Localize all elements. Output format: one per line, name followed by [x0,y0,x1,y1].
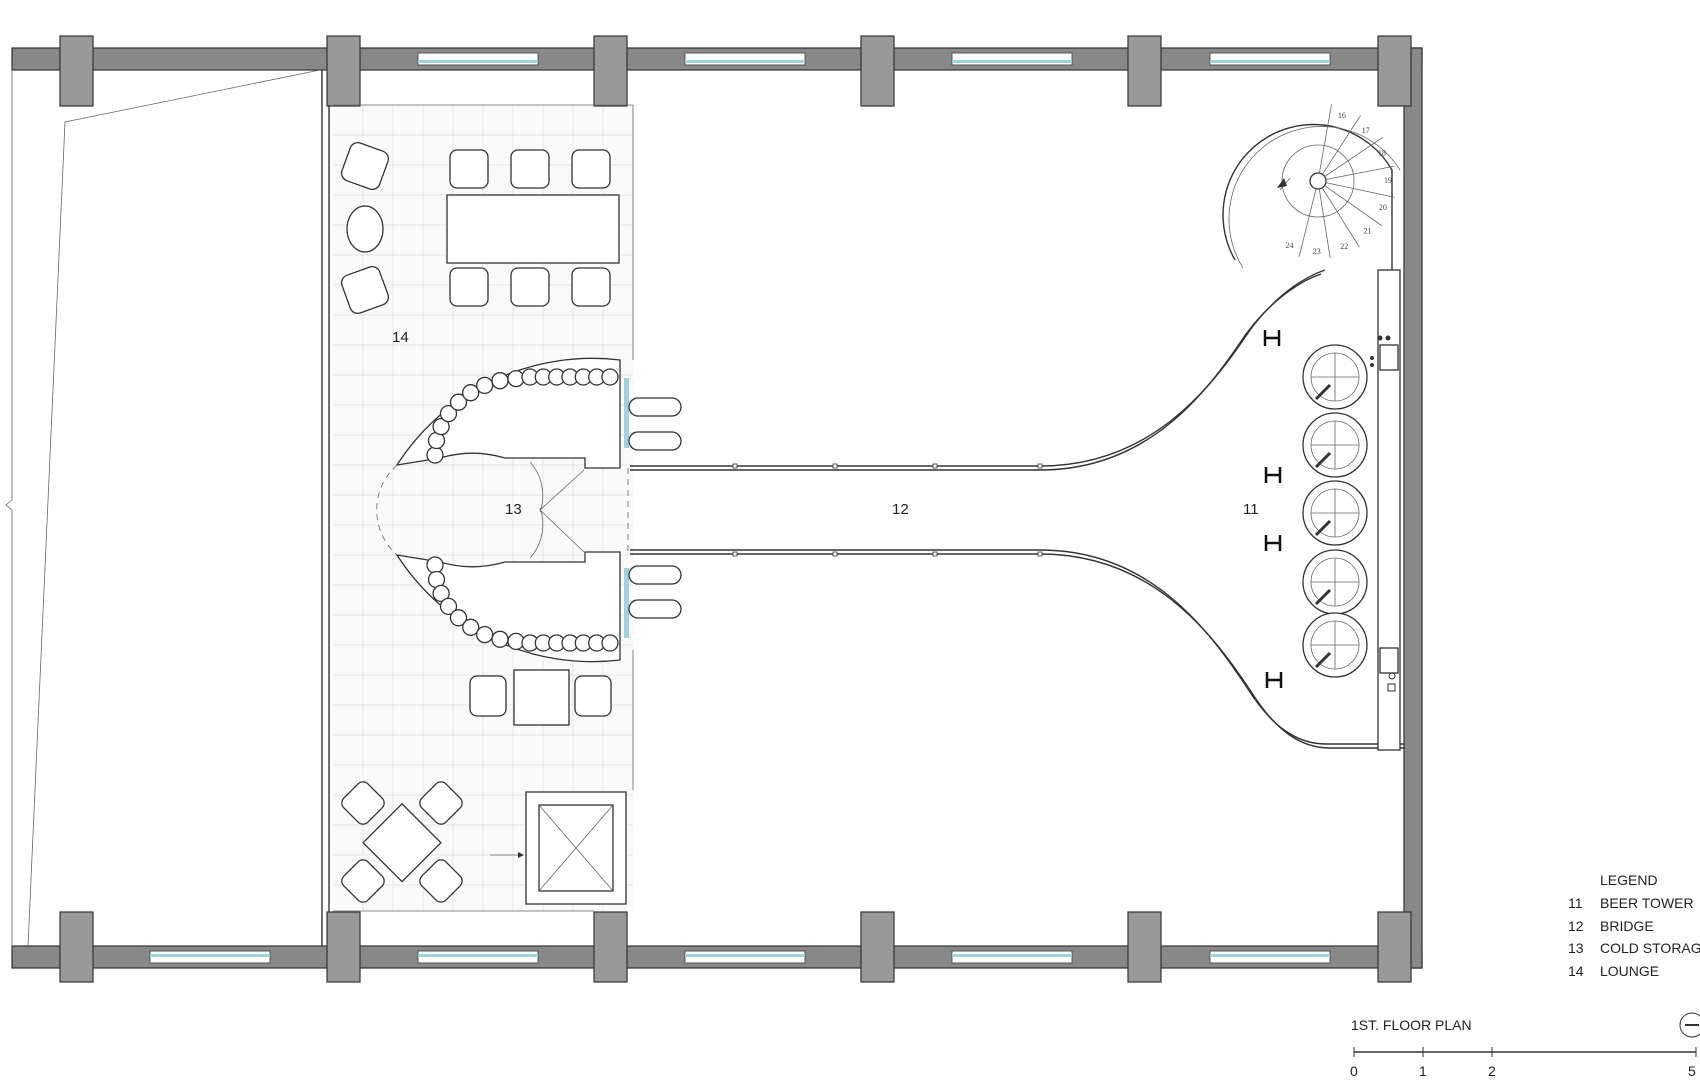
room-number-11: 11 [1243,501,1259,518]
keg [491,630,509,648]
room-number-12: 12 [892,501,909,518]
stair-step-number: 22 [1340,242,1348,251]
scale-tick-2: 2 [1488,1063,1496,1079]
legend-number: 12 [1568,918,1584,934]
legend-label: BEER TOWER [1600,895,1694,911]
legend-label: LOUNGE [1600,963,1659,979]
scale-tick-1: 1 [1419,1063,1427,1079]
dining-chair [571,149,611,189]
scale-bar: 0 1 2 5 [1350,1047,1697,1079]
keg [449,393,468,411]
cold-storage [376,357,682,663]
keg [491,372,509,390]
dining-chair [449,267,489,307]
keg [476,625,494,644]
legend-heading: LEGEND [1600,872,1658,888]
stair-step-number: 21 [1364,227,1372,236]
dining-chair [510,267,550,307]
support-markers [1263,330,1283,688]
scale-tick-5: 5 [1688,1063,1696,1079]
keg [601,368,619,386]
room-number-13: 13 [505,501,522,518]
dining-table-set [446,149,620,307]
coffee-table-set [469,669,612,726]
keg [426,556,444,574]
stair-step-number: 18 [1378,149,1386,158]
dining-chair [510,149,550,189]
keg [432,417,450,436]
beer-towers [1302,269,1401,751]
stair-step-number: 19 [1384,176,1392,185]
stair-step-number: 20 [1379,203,1387,212]
stair-step-number: 17 [1362,126,1370,135]
keg [439,404,458,423]
keg [601,634,619,652]
keg [462,384,480,402]
structural-columns [59,35,1412,983]
stair-step-number: 23 [1313,247,1321,256]
bridge [630,269,1404,749]
keg [439,597,458,616]
keg [462,618,480,636]
lift-shaft [490,791,627,905]
stair-step-number: 16 [1338,111,1346,120]
legend: LEGEND 11 BEER TOWER 12 BRIDGE 13 COLD S… [1568,872,1700,979]
keg [476,376,494,395]
legend-number: 11 [1568,895,1583,911]
dining-chair [449,149,489,189]
scale-tick-0: 0 [1350,1063,1358,1079]
legend-label: COLD STORAGE [1600,940,1700,956]
legend-number: 14 [1568,963,1584,979]
lounge-enclosure [321,70,634,946]
exterior-walls [11,47,1423,969]
left-ramp-outline [5,69,321,947]
lounge-armchairs [340,141,390,315]
room-number-14: 14 [392,329,409,346]
keg [426,446,444,464]
stair-step-number: 24 [1286,241,1294,250]
card-table-set [341,781,463,903]
legend-number: 13 [1568,940,1584,956]
keg [432,584,450,603]
keg [449,609,468,627]
legend-label: BRIDGE [1600,918,1654,934]
north-symbol [1679,1012,1700,1038]
spiral-staircase: 16 17 18 19 20 21 22 23 24 [1222,104,1401,400]
dining-chair [571,267,611,307]
plan-title: 1ST. FLOOR PLAN [1351,1017,1472,1033]
